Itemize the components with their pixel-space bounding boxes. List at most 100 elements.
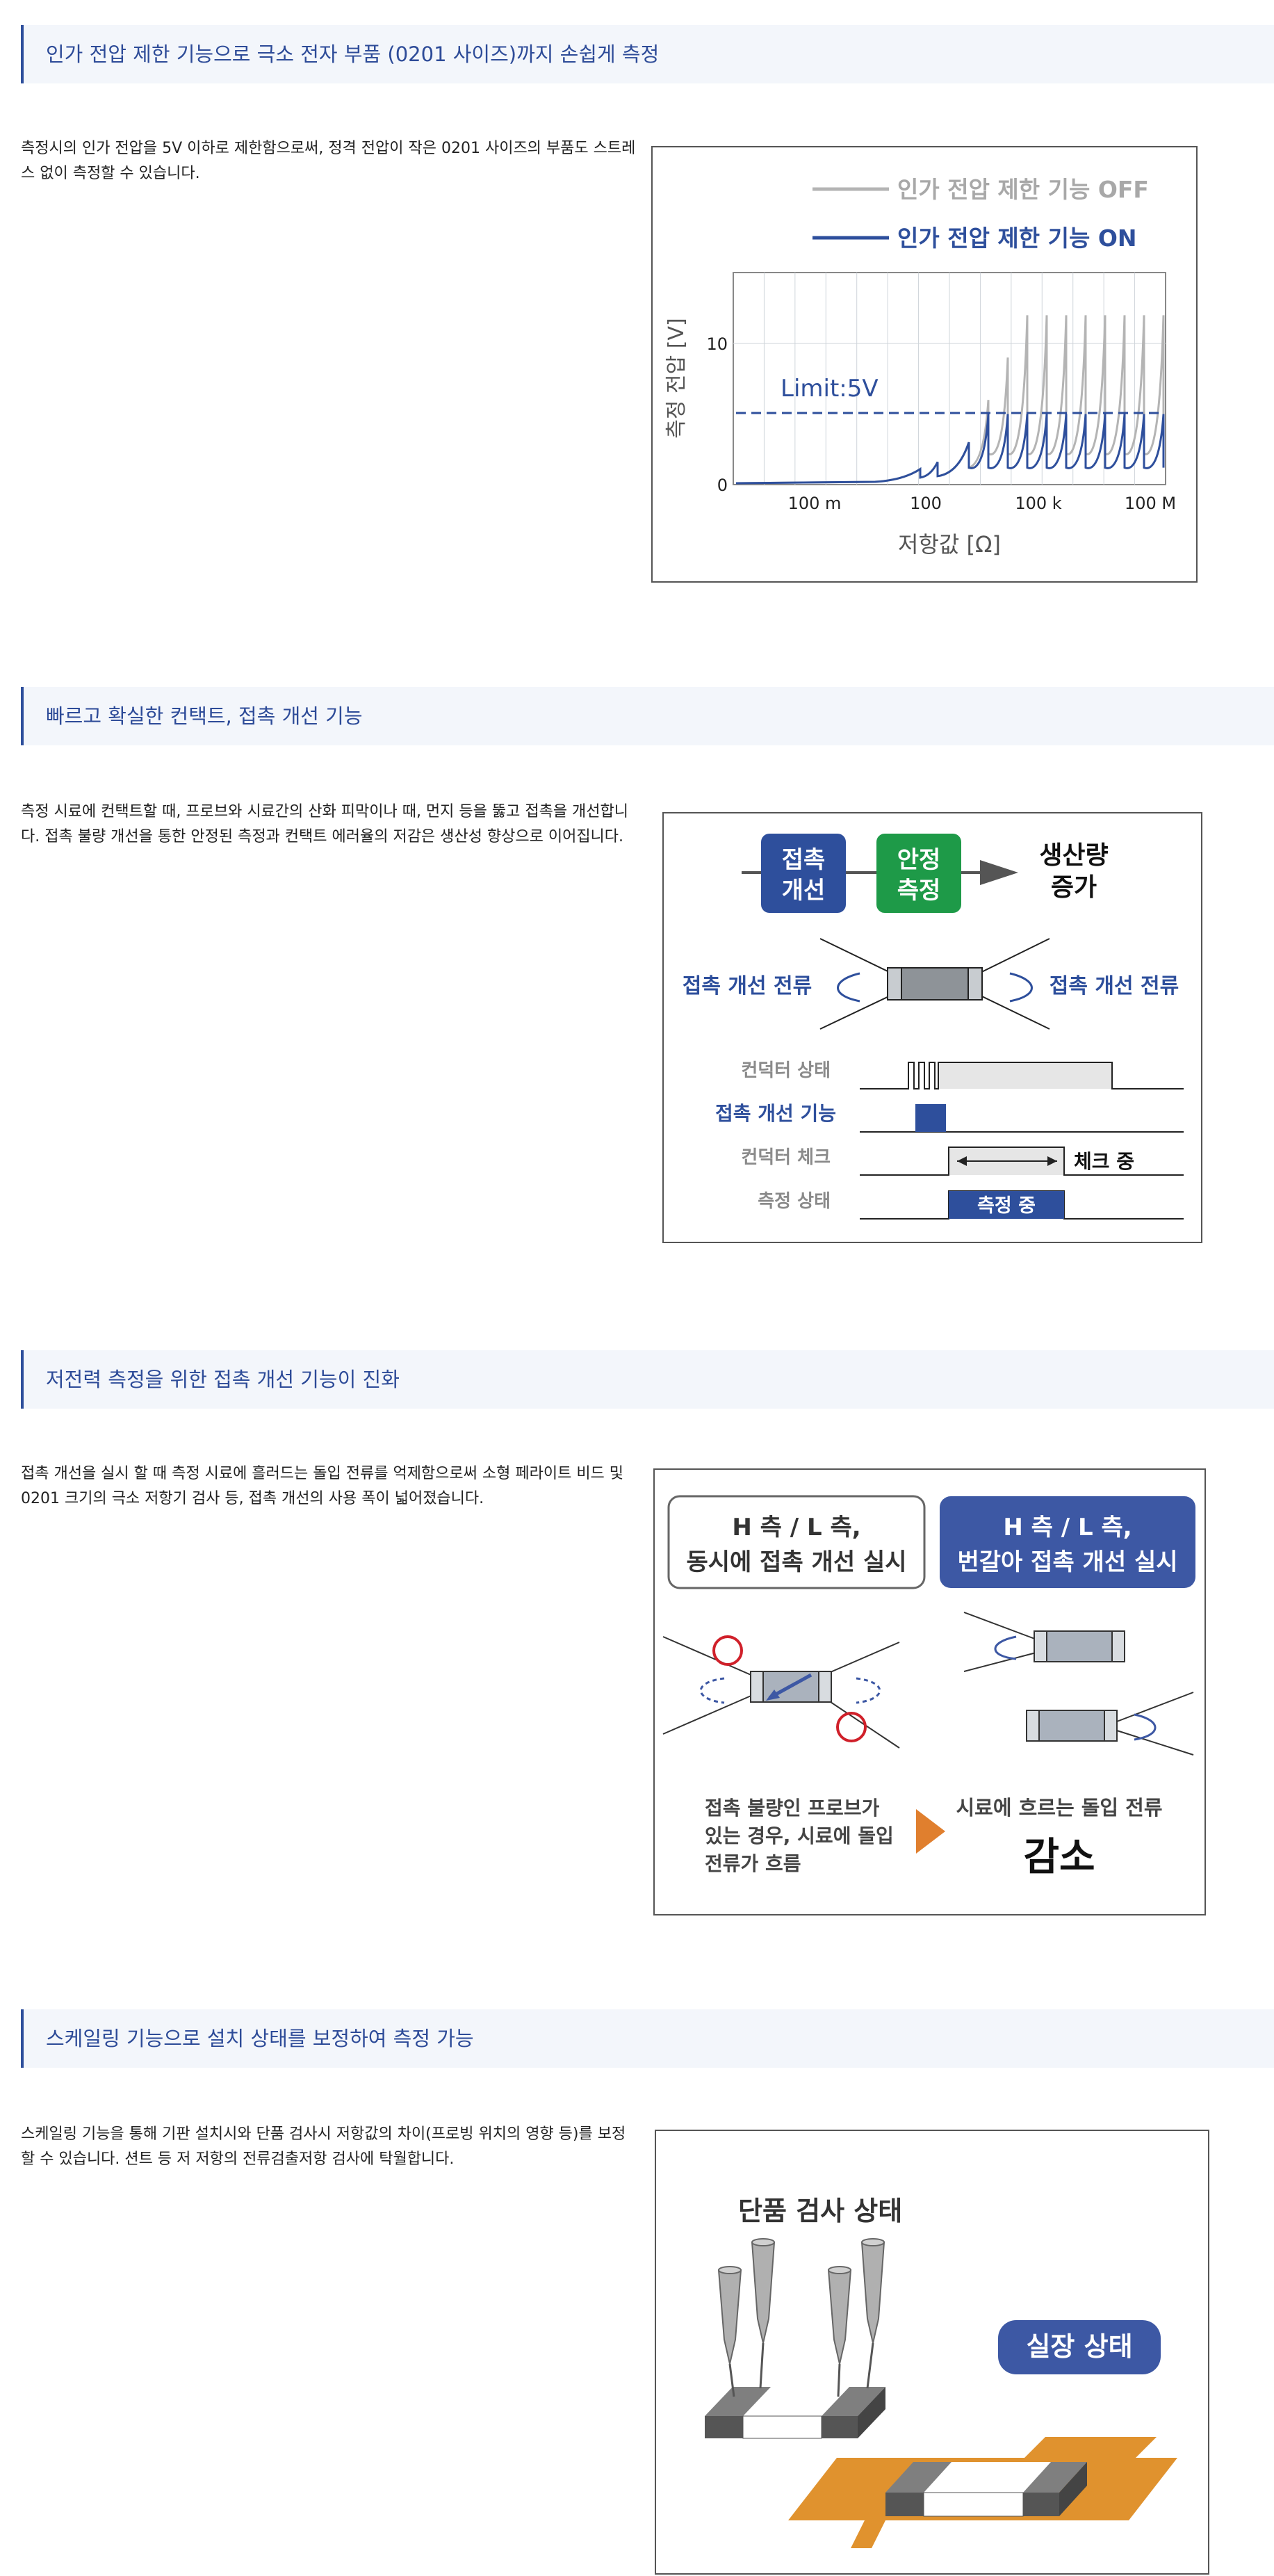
- section-4-title: 스케일링 기능으로 설치 상태를 보정하여 측정 가능: [46, 2027, 474, 2050]
- section-2-description: 측정 시료에 컨택트할 때, 프로브와 시료간의 산화 피막이나 때, 먼지 등…: [21, 803, 629, 845]
- inrush-current-figure: H 측 / L 측, 동시에 접촉 개선 실시 H 측 / L 측, 번갈아 접…: [653, 1468, 1206, 1915]
- mounted-chip-front-body: [923, 2492, 1024, 2517]
- right-big-label: 감소: [1023, 1835, 1095, 1880]
- left-note-line1: 접촉 불량인 프로브가: [705, 1797, 880, 1820]
- row-label-conductor-state: 컨덕터 상태: [741, 1060, 831, 1081]
- right-chip-bottom: [1026, 1710, 1118, 1742]
- pcb-lead-left: [851, 2520, 885, 2548]
- box-contact-improve-line2: 개선: [782, 877, 826, 905]
- alternating-line1: H 측 / L 측,: [1003, 1514, 1132, 1541]
- y-tick-0: 0: [717, 476, 728, 495]
- current-label-right: 접촉 개선 전류: [1050, 974, 1179, 998]
- chip-left-terminal: [887, 967, 902, 1001]
- inrush-current-diagram: H 측 / L 측, 동시에 접촉 개선 실시 H 측 / L 측, 번갈아 접…: [662, 1495, 1195, 1880]
- single-chip-front-body: [742, 2415, 822, 2439]
- mounted-chip-side: [1059, 2462, 1087, 2516]
- left-probe-1: [662, 1636, 760, 1679]
- right-chip-bottom-terminal-r: [1104, 1710, 1118, 1742]
- current-label-left: 접촉 개선 전류: [683, 974, 812, 998]
- left-note-line3: 전류가 흐름: [705, 1852, 801, 1875]
- right-chip-top-terminal-l: [1034, 1630, 1047, 1662]
- probe-3-icon: [827, 2266, 852, 2397]
- left-chip-terminal-l: [750, 1671, 764, 1703]
- left-note-line2: 있는 경우, 시료에 돌입: [705, 1824, 894, 1847]
- box-contact-improve-line1: 접촉: [782, 846, 826, 874]
- row-label-measure-state: 측정 상태: [758, 1191, 831, 1212]
- check-in-progress-label: 체크 중: [1074, 1150, 1134, 1173]
- defect-circle-upper-icon: [712, 1635, 743, 1666]
- series-on-line: [735, 414, 1165, 485]
- right-chip-top-terminal-r: [1111, 1630, 1125, 1662]
- probe-1-icon: [717, 2266, 742, 2397]
- section-1-header: 인가 전압 제한 기능으로 극소 전자 부품 (0201 사이즈)까지 손쉽게 …: [21, 25, 1274, 83]
- simultaneous-box: [667, 1495, 926, 1589]
- pcb-lead-right: [1018, 2437, 1157, 2465]
- legend-on-label: 인가 전압 제한 기능 ON: [897, 225, 1137, 252]
- left-chip-terminal-r: [818, 1671, 832, 1703]
- measure-in-progress-label: 측정 중: [977, 1195, 1036, 1217]
- simultaneous-line2: 동시에 접촉 개선 실시: [686, 1548, 906, 1576]
- chip-right-terminal: [967, 967, 983, 1001]
- section-4-header: 스케일링 기능으로 설치 상태를 보정하여 측정 가능: [21, 2009, 1274, 2068]
- right-chip-bottom-terminal-l: [1026, 1710, 1040, 1742]
- single-chip-side: [858, 2387, 885, 2438]
- legend-off-label: 인가 전압 제한 기능 OFF: [897, 176, 1149, 203]
- mounted-label: 실장 상태: [1026, 2331, 1132, 2362]
- x-tick-100: 100: [910, 494, 942, 513]
- section-1-title: 인가 전압 제한 기능으로 극소 전자 부품 (0201 사이즈)까지 손쉽게 …: [46, 42, 660, 66]
- result-line2: 증가: [1051, 873, 1097, 902]
- left-inrush-arrowhead-icon: [766, 1690, 780, 1701]
- current-arrow-left-icon: [837, 972, 860, 1003]
- check-arrowhead-right-icon: [1047, 1156, 1057, 1166]
- x-axis-label: 저항값 [Ω]: [898, 531, 1001, 558]
- box-stable-measure-line2: 측정: [897, 877, 941, 905]
- y-tick-10: 10: [706, 334, 728, 354]
- box-contact-improve: [761, 834, 846, 913]
- result-line1: 생산량: [1039, 841, 1108, 870]
- flow-arrow-icon: [980, 860, 1018, 885]
- contact-improvement-diagram: 접촉 개선 안정 측정 생산량 증가 접촉 개선 전류 접촉 개선 전류 컨덕터…: [683, 834, 1184, 1220]
- chip-component: [887, 967, 983, 1001]
- conductor-check-signal: [860, 1147, 1184, 1176]
- section-3-description: 접촉 개선을 실시 할 때 측정 시료에 흘러드는 돌입 전류를 억제함으로써 …: [21, 1465, 624, 1507]
- simultaneous-line1: H 측 / L 측,: [732, 1514, 860, 1541]
- right-dashed-current-icon: [856, 1677, 881, 1704]
- single-chip-body-top: [743, 2387, 849, 2416]
- single-test-label: 단품 검사 상태: [738, 2196, 902, 2226]
- probe-4-icon: [860, 2238, 885, 2389]
- voltage-limit-chart-figure: 인가 전압 제한 기능 OFF 인가 전압 제한 기능 ON 10 0 100 …: [651, 146, 1198, 583]
- right-probe-2: [963, 1650, 1045, 1672]
- contact-improve-pulse: [915, 1104, 946, 1132]
- voltage-limit-chart: 인가 전압 제한 기능 OFF 인가 전압 제한 기능 ON 10 0 100 …: [664, 176, 1176, 558]
- alternating-box: [940, 1496, 1195, 1588]
- right-bottom-current-icon: [1134, 1713, 1157, 1741]
- mounted-badge: [998, 2320, 1161, 2374]
- section-3-header: 저전력 측정을 위한 접촉 개선 기능이 진화: [21, 1350, 1274, 1409]
- row-label-conductor-check: 컨덕터 체크: [741, 1147, 831, 1168]
- box-stable-measure-line1: 안정: [897, 846, 941, 874]
- right-top-current-icon: [994, 1635, 1017, 1660]
- x-tick-100k: 100 k: [1015, 494, 1061, 513]
- left-dashed-current-icon: [700, 1677, 725, 1704]
- measure-state-fill: [949, 1191, 1064, 1219]
- alternating-line2: 번갈아 접촉 개선 실시: [957, 1548, 1177, 1576]
- x-tick-100M: 100 M: [1125, 494, 1176, 513]
- mounted-chip-body-top: [924, 2462, 1051, 2493]
- defect-circle-lower-icon: [836, 1712, 867, 1742]
- row-label-contact-improve: 접촉 개선 기능: [715, 1102, 836, 1125]
- right-probe-3: [1116, 1692, 1194, 1722]
- scaling-figure: 단품 검사 상태 실장 상태: [655, 2130, 1209, 2575]
- left-probe-2: [662, 1692, 760, 1735]
- contact-improvement-figure: 접촉 개선 안정 측정 생산량 증가 접촉 개선 전류 접촉 개선 전류 컨덕터…: [662, 812, 1202, 1243]
- section-2-title: 빠르고 확실한 컨택트, 접촉 개선 기능: [46, 704, 363, 728]
- section-1-description: 측정시의 인가 전압을 5V 이하로 제한함으로써, 정격 전압이 작은 020…: [21, 140, 636, 182]
- scaling-diagram: 단품 검사 상태 실장 상태: [705, 2196, 1177, 2548]
- right-probe-1: [963, 1612, 1045, 1643]
- check-arrowhead-left-icon: [957, 1156, 967, 1166]
- limit-label: Limit:5V: [781, 375, 879, 403]
- current-arrow-right-icon: [1009, 972, 1033, 1003]
- conductor-state-signal: [860, 1062, 1184, 1089]
- right-note: 시료에 흐르는 돌입 전류: [956, 1796, 1162, 1820]
- section-4-description: 스케일링 기능을 통해 기판 설치시와 단품 검사시 저항값의 차이(프로빙 위…: [21, 2125, 626, 2168]
- box-stable-measure: [876, 834, 961, 913]
